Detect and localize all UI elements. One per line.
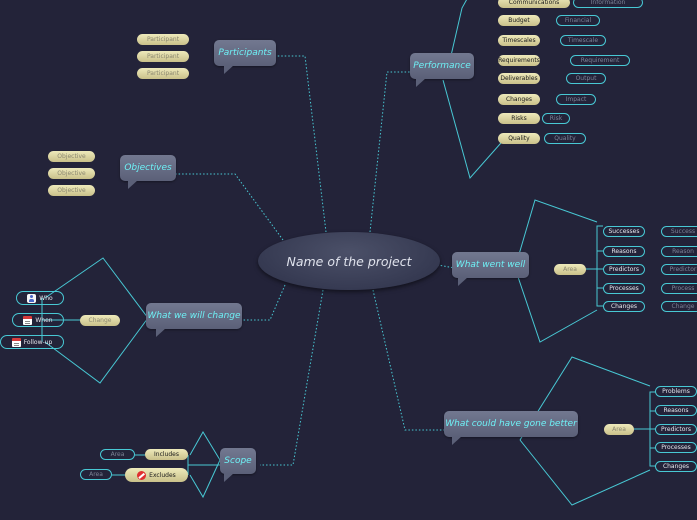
participant-item[interactable]: Participant xyxy=(137,51,189,62)
what-we-will-change-label: What we will change xyxy=(147,311,241,321)
performance-item[interactable]: Risks xyxy=(498,113,540,124)
performance-label: Performance xyxy=(413,61,471,71)
gone-better-item[interactable]: Predictors xyxy=(655,424,697,435)
gone-better-item[interactable]: Problems xyxy=(655,386,697,397)
performance-value[interactable]: Risk xyxy=(542,113,570,124)
went-well-item[interactable]: Reasons xyxy=(603,246,645,257)
performance-value[interactable]: Impact xyxy=(556,94,596,105)
includes-item[interactable]: Includes xyxy=(145,449,188,460)
gone-better-item[interactable]: Processes xyxy=(655,442,697,453)
went-well-item[interactable]: Successes xyxy=(603,226,645,237)
objective-item[interactable]: Objective xyxy=(48,168,95,179)
objective-item[interactable]: Objective xyxy=(48,185,95,196)
change-item[interactable]: Change xyxy=(80,315,120,326)
performance-topic[interactable]: Performance xyxy=(410,53,474,87)
went-well-value[interactable]: Process xyxy=(661,283,697,294)
central-topic-label: Name of the project xyxy=(286,253,412,269)
follow-up-item[interactable]: Follow-up xyxy=(0,335,64,349)
what-went-well-topic[interactable]: What went well xyxy=(452,252,529,286)
objectives-label: Objectives xyxy=(124,163,172,173)
performance-value[interactable]: Timescale xyxy=(560,35,606,46)
went-well-value[interactable]: Change xyxy=(661,301,697,312)
performance-item[interactable]: Quality xyxy=(498,133,540,144)
when-item[interactable]: When xyxy=(12,313,64,327)
area-item[interactable]: Area xyxy=(554,264,586,275)
participants-label: Participants xyxy=(218,48,272,58)
participant-item[interactable]: Participant xyxy=(137,68,189,79)
calendar-icon xyxy=(23,315,33,325)
what-we-will-change-topic[interactable]: What we will change xyxy=(146,303,242,337)
bubble-tail xyxy=(458,277,468,286)
performance-item[interactable]: Timescales xyxy=(498,35,540,46)
bubble-tail xyxy=(224,473,234,482)
gone-better-item[interactable]: Changes xyxy=(655,461,697,472)
objectives-topic[interactable]: Objectives xyxy=(120,155,176,189)
went-well-value[interactable]: Predictor xyxy=(661,264,697,275)
performance-value[interactable]: Output xyxy=(566,73,606,84)
bubble-tail xyxy=(156,328,166,337)
what-went-well-label: What went well xyxy=(455,260,526,270)
area-item[interactable]: Area xyxy=(100,449,135,460)
performance-item[interactable]: Budget xyxy=(498,15,540,26)
could-have-gone-better-topic[interactable]: What could have gone better xyxy=(444,411,578,445)
objective-item[interactable]: Objective xyxy=(48,151,95,162)
area-item[interactable]: Area xyxy=(604,424,634,435)
performance-item[interactable]: Deliverables xyxy=(498,73,540,84)
area-item[interactable]: Area xyxy=(80,469,112,480)
performance-item[interactable]: Changes xyxy=(498,94,540,105)
bubble-tail xyxy=(128,180,138,189)
performance-item[interactable]: Communications xyxy=(498,0,570,8)
bubble-tail xyxy=(452,436,462,445)
participants-topic[interactable]: Participants xyxy=(214,40,276,74)
went-well-item[interactable]: Changes xyxy=(603,301,645,312)
excludes-item[interactable]: Excludes xyxy=(125,468,188,482)
no-entry-icon xyxy=(137,470,147,480)
person-icon xyxy=(27,293,37,303)
performance-value[interactable]: Financial xyxy=(556,15,600,26)
bubble-tail xyxy=(224,65,234,74)
scope-label: Scope xyxy=(224,456,252,466)
performance-value[interactable]: Requirement xyxy=(570,55,630,66)
went-well-item[interactable]: Processes xyxy=(603,283,645,294)
could-have-gone-better-label: What could have gone better xyxy=(445,419,577,429)
gone-better-item[interactable]: Reasons xyxy=(655,405,697,416)
performance-value[interactable]: Quality xyxy=(544,133,586,144)
performance-item[interactable]: Requirements xyxy=(498,55,540,66)
who-item[interactable]: Who xyxy=(16,291,64,305)
central-topic[interactable]: Name of the project xyxy=(258,232,440,290)
bubble-tail xyxy=(416,78,426,87)
went-well-value[interactable]: Success xyxy=(661,226,697,237)
participant-item[interactable]: Participant xyxy=(137,34,189,45)
went-well-value[interactable]: Reason xyxy=(661,246,697,257)
performance-value[interactable]: Information xyxy=(573,0,643,8)
went-well-item[interactable]: Predictors xyxy=(603,264,645,275)
scope-topic[interactable]: Scope xyxy=(220,448,256,482)
calendar-icon xyxy=(11,337,21,347)
